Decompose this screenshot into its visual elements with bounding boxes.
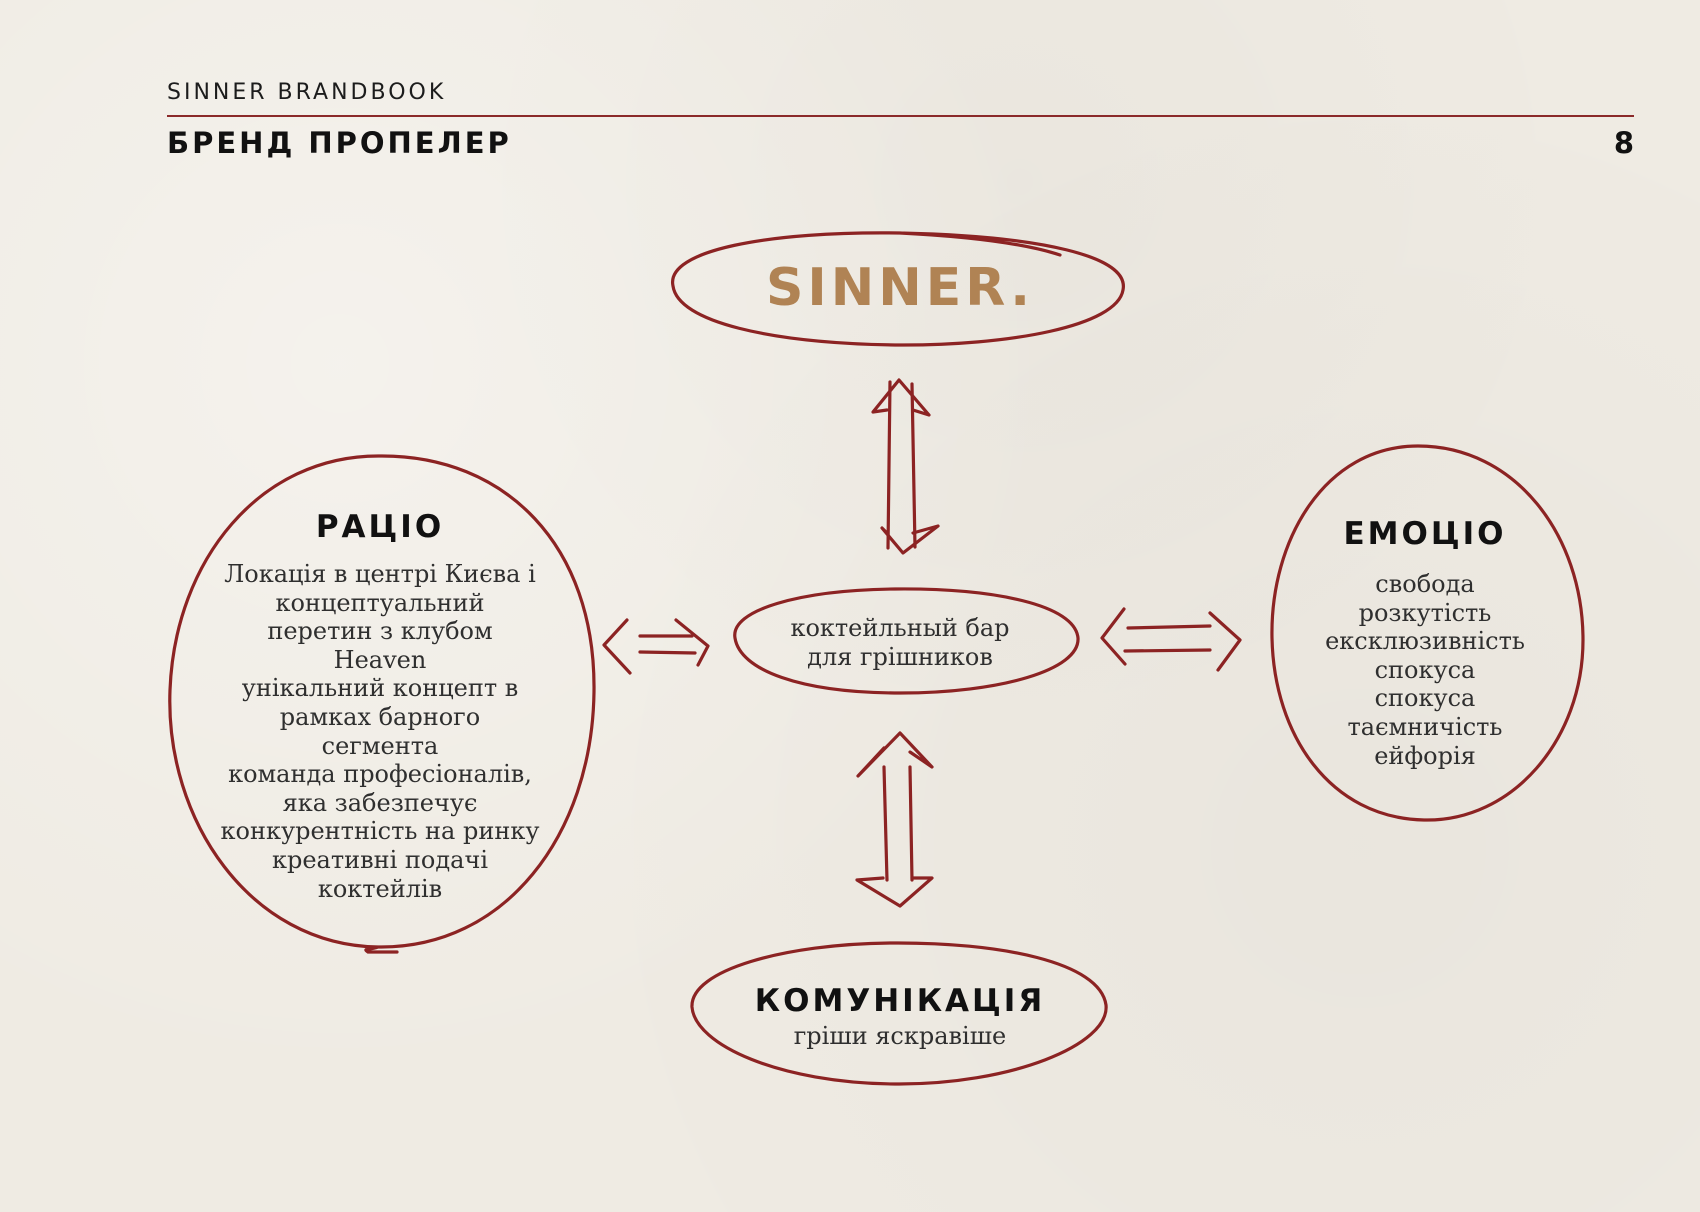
ratio-line: перетин з клубом — [267, 617, 493, 646]
center-line: для грішников — [807, 642, 993, 671]
emotion-title: ЕМОЦІО — [1343, 516, 1507, 552]
ratio-text: Локація в центрі Києва і концептуальний … — [200, 560, 560, 903]
communication-subtitle: гріши яскравіше — [793, 1022, 1007, 1050]
emotion-line: спокуса — [1374, 655, 1476, 684]
brandbook-label: SINNER BRANDBOOK — [167, 80, 447, 105]
page-title: БРЕНД ПРОПЕЛЕР — [167, 126, 512, 160]
ratio-title: РАЦІО — [315, 509, 445, 545]
ratio-line: креативні подачі — [271, 845, 489, 874]
center-line: коктейльный бар — [790, 614, 1010, 642]
emotion-line: ексклюзивність — [1325, 627, 1525, 656]
ratio-line: команда професіоналів, — [228, 760, 532, 789]
communication-ellipse — [690, 941, 1108, 1086]
emotion-line: таємничість — [1347, 712, 1503, 741]
ratio-line: Локація в центрі Києва і — [224, 560, 536, 588]
page-number: 8 — [1613, 126, 1634, 160]
communication-title: КОМУНІКАЦІЯ — [754, 983, 1046, 1019]
header-divider — [167, 115, 1634, 117]
brand-name: SINNER. — [765, 258, 1035, 318]
ratio-line: сегмента — [321, 731, 439, 760]
ratio-line: унікальний концепт в — [241, 674, 519, 703]
arrow-top — [871, 378, 940, 555]
ratio-line: яка забезпечує — [282, 788, 478, 817]
emotion-line: спокуса — [1374, 684, 1476, 713]
emotion-ellipse — [1270, 444, 1585, 822]
emotion-line: ейфорія — [1374, 741, 1476, 770]
ratio-line: концептуальний — [275, 588, 485, 617]
brand-ellipse — [671, 231, 1125, 347]
arrow-right — [1100, 607, 1242, 672]
emotion-line: свобода — [1375, 570, 1475, 598]
ratio-line: рамках барного — [279, 702, 481, 731]
emotion-text: свобода розкутість ексклюзивність спокус… — [1270, 570, 1580, 770]
center-text: коктейльный бар для грішников — [740, 614, 1060, 671]
arrow-left — [602, 618, 710, 675]
ratio-ellipse — [168, 454, 596, 954]
ratio-line: Heaven — [333, 645, 427, 674]
emotion-line: розкутість — [1358, 598, 1492, 627]
ratio-line: коктейлів — [317, 874, 443, 903]
center-ellipse — [733, 587, 1080, 695]
arrow-bottom — [855, 731, 934, 908]
ratio-line: конкурентність на ринку — [220, 817, 540, 846]
